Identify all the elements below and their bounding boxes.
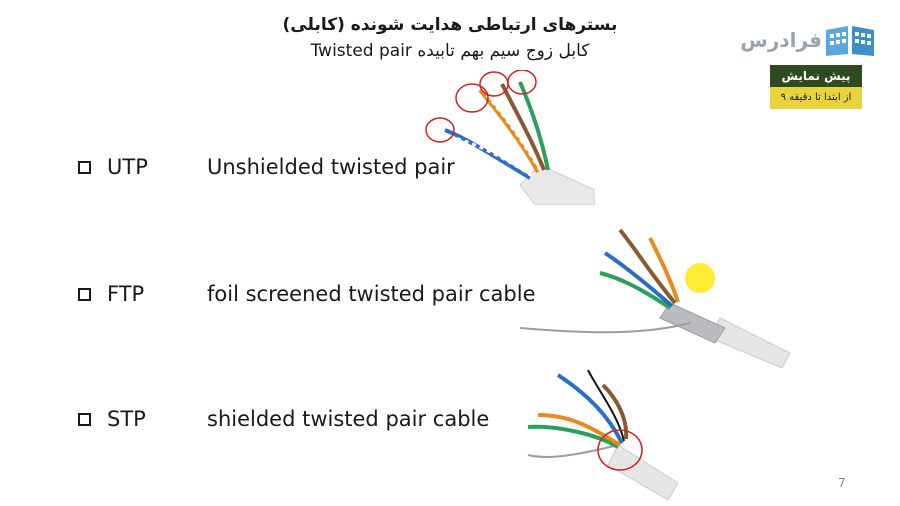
bullet-ftp: FTP foil screened twisted pair cable (78, 279, 536, 309)
logo-text: فرادرس (740, 28, 822, 52)
bullet-stp: STP shielded twisted pair cable (78, 404, 489, 434)
bullet-desc: Unshielded twisted pair (207, 155, 455, 179)
bullet-abbr: STP (107, 407, 146, 431)
preview-badge: پیش نمایش از ابتدا تا دقیقه ۹ (770, 65, 862, 109)
page-number: 7 (838, 476, 846, 490)
bullet-utp: UTP Unshielded twisted pair (78, 152, 455, 182)
bullet-abbr: UTP (107, 155, 148, 179)
title-line-2-en: Twisted pair (310, 41, 412, 61)
ftp-cable-image (520, 228, 790, 368)
slide-title: بسترهای ارتباطی هدایت شونده (کابلی) Twis… (230, 12, 670, 64)
bullet-abbr: FTP (107, 282, 145, 306)
title-line-2-fa: کابل زوج سیم بهم تابیده (417, 41, 590, 61)
utp-cable-image (425, 70, 595, 205)
faradars-logo: فرادرس (740, 22, 877, 58)
checkbox-bullet-icon (78, 412, 91, 426)
checkbox-bullet-icon (78, 160, 91, 174)
title-line-2: Twisted pair کابل زوج سیم بهم تابیده (230, 38, 670, 64)
book-logo-icon (826, 26, 874, 56)
bullet-desc: shielded twisted pair cable (207, 407, 490, 431)
title-line-1: بسترهای ارتباطی هدایت شونده (کابلی) (282, 15, 618, 35)
stp-cable-image (527, 369, 678, 500)
bullet-desc: foil screened twisted pair cable (207, 282, 536, 306)
checkbox-bullet-icon (78, 287, 91, 301)
preview-badge-subtitle: از ابتدا تا دقیقه ۹ (770, 87, 862, 109)
preview-badge-title: پیش نمایش (770, 65, 862, 87)
